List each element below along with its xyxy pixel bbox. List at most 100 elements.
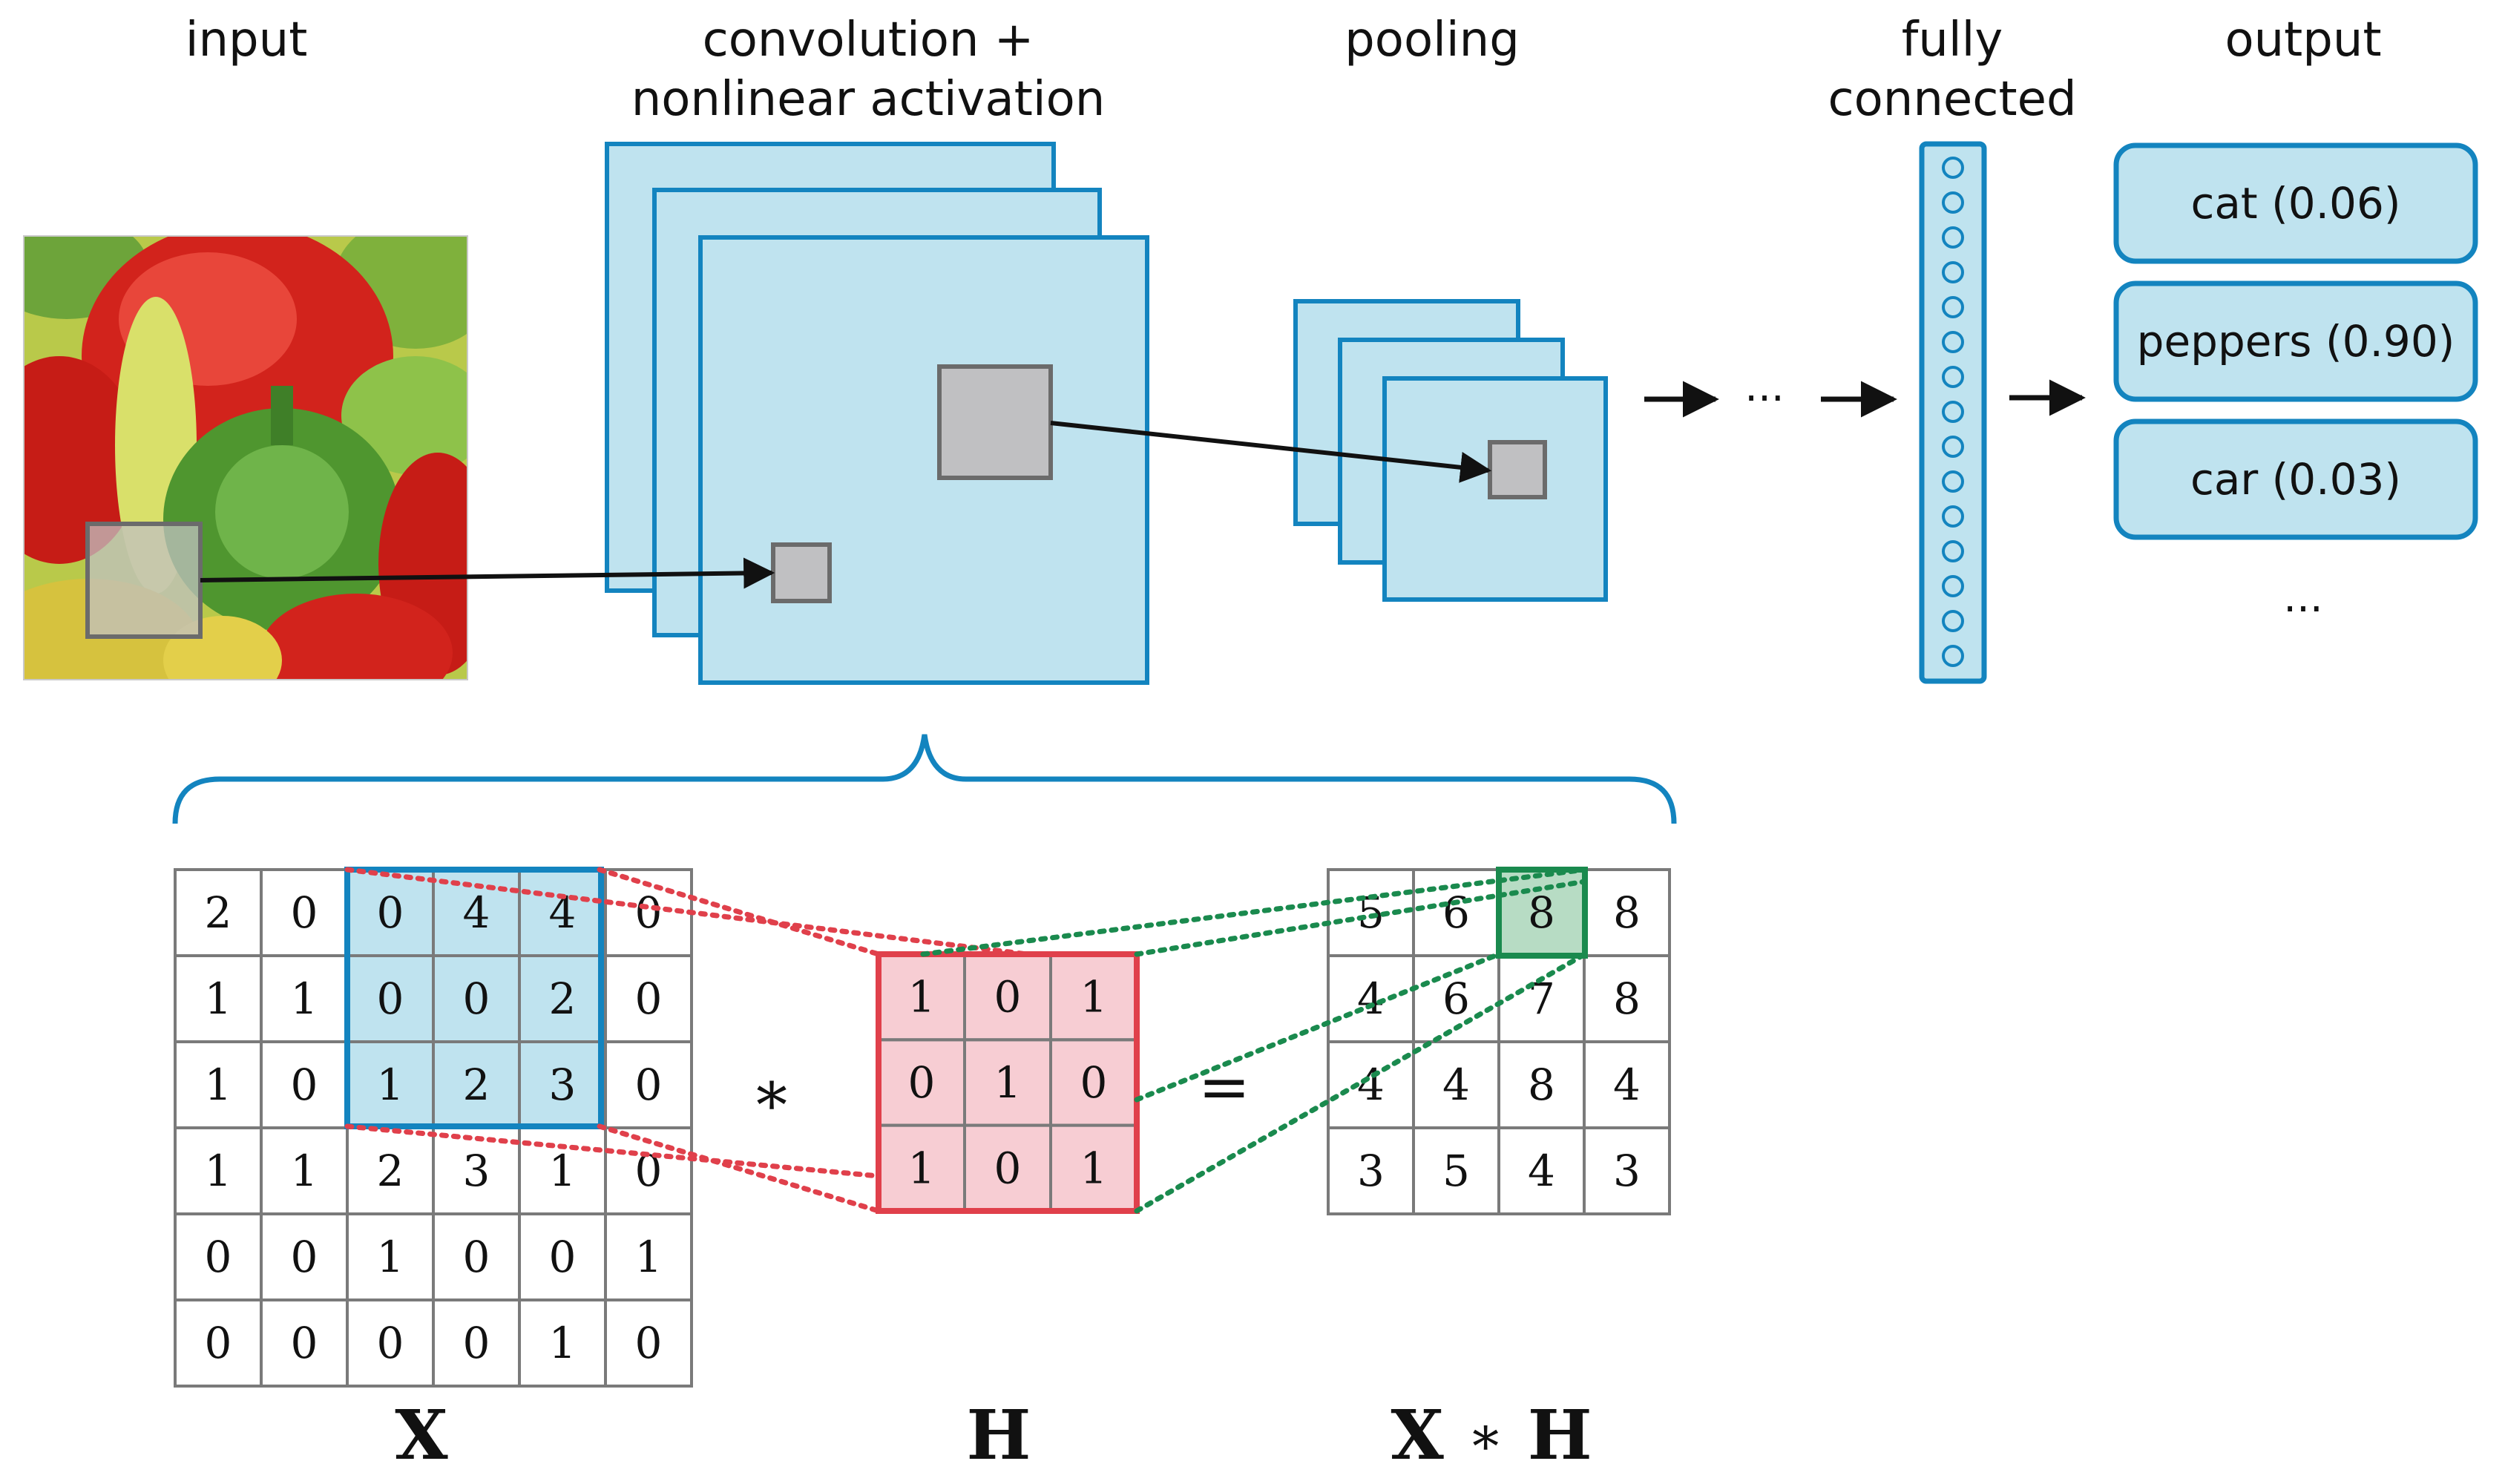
matrix-cell-value: 0 (463, 1318, 490, 1368)
matrix-cell-value: 1 (205, 974, 232, 1024)
matrix-cell-value: 0 (635, 887, 663, 938)
matrix-cell-value: 0 (377, 887, 404, 938)
matrix-cell-value: 4 (1442, 1060, 1470, 1110)
fc-neuron (1942, 470, 1964, 493)
matrix-cell-value: 0 (549, 1232, 577, 1282)
conv-feature-maps (605, 142, 1149, 685)
matrix-cell-value: 2 (463, 1060, 490, 1110)
matrix-cell-value: 4 (1357, 1060, 1385, 1110)
conv-detail-brace (172, 734, 1677, 824)
output-class-box (2113, 280, 2478, 402)
matrix-cell-value: 2 (377, 1146, 404, 1196)
matrix-xh-title-op: ∗ (1467, 1405, 1504, 1467)
fc-neuron (1942, 157, 1964, 179)
x-convolution-window (344, 867, 604, 1129)
matrix-cell-value: 6 (1442, 974, 1470, 1024)
equals-operator: = (1198, 1051, 1250, 1123)
matrix-cell-value: 8 (1528, 887, 1555, 938)
matrix-cell-value: 8 (1613, 974, 1641, 1024)
window-fill (347, 870, 601, 1126)
matrix-xh-title-right: H (1527, 1395, 1592, 1475)
matrix-cell-value: 0 (994, 972, 1022, 1022)
matrix-cell-value: 3 (549, 1060, 577, 1110)
matrix-cell-value: 4 (1357, 974, 1385, 1024)
fc-neuron (1942, 540, 1964, 562)
matrix-cell-value: 0 (291, 887, 318, 938)
matrix-cell-value: 2 (205, 887, 232, 938)
matrix-cell-value: 0 (205, 1232, 232, 1282)
matrix-cell-value: 0 (635, 974, 663, 1024)
matrix-cell (604, 1298, 693, 1388)
conv-output-unit (771, 542, 832, 603)
matrix-cell-value: 0 (1080, 1057, 1108, 1108)
output-class-label: peppers (0.90) (2137, 316, 2455, 367)
projection-lines (344, 867, 1588, 1214)
label-pooling: pooling (1345, 13, 1520, 68)
matrix-cell-value: 4 (1528, 1146, 1555, 1196)
matrix-cell-value: 0 (635, 1060, 663, 1110)
matrix-cell-value: 0 (291, 1232, 318, 1282)
matrix-cell-value: 5 (1442, 1146, 1470, 1196)
matrix-cell-value: 8 (1613, 887, 1641, 938)
fc-neuron (1942, 505, 1964, 528)
matrix-cell-value: 1 (377, 1060, 404, 1110)
pooled-unit (1488, 440, 1547, 499)
fc-neuron (1942, 296, 1964, 318)
pooling-feature-maps (1293, 299, 1608, 602)
matrix-cell-value: 1 (291, 974, 318, 1024)
matrix-h-title: H (966, 1395, 1031, 1475)
label-conv-line2: nonlinear activation (631, 72, 1106, 127)
fc-neuron (1942, 436, 1964, 458)
output-ellipsis: ... (2283, 574, 2322, 622)
matrix-cell-value: 1 (1080, 972, 1108, 1022)
fc-neuron (1942, 191, 1964, 214)
matrix-cell-value: 1 (291, 1146, 318, 1196)
output-boxes: cat (0.06)peppers (0.90)car (0.03) (2113, 142, 2478, 540)
output-class-box (2113, 418, 2478, 540)
matrix-cell (1583, 1126, 1671, 1215)
matrix-cell-value: 1 (908, 972, 936, 1022)
matrix-cell-value: 0 (291, 1060, 318, 1110)
fc-neuron (1942, 226, 1964, 249)
label-fc-line2: connected (1828, 72, 2077, 127)
result-highlight-border (1496, 867, 1588, 959)
fc-neurons (1942, 157, 1964, 667)
fc-neuron (1942, 331, 1964, 353)
convolution-operator: ∗ (750, 1057, 792, 1129)
matrix-cell-value: 0 (377, 974, 404, 1024)
output-class-box (2113, 142, 2478, 264)
matrix-cell-value: 1 (635, 1232, 663, 1282)
matrix-xh-title: X ∗ H (1350, 1398, 1632, 1477)
matrix-cell-value: 1 (377, 1232, 404, 1282)
arrow-conv-to-pool (1050, 421, 1492, 483)
fc-neuron (1942, 401, 1964, 423)
input-receptive-field (85, 522, 203, 639)
fc-neuron (1942, 261, 1964, 283)
matrix-cell-value: 0 (635, 1318, 663, 1368)
label-conv-line1: convolution + (702, 13, 1034, 68)
matrix-cell-value: 4 (1613, 1060, 1641, 1110)
matrix-cell-value: 1 (549, 1146, 577, 1196)
matrix-cell-value: 2 (549, 974, 577, 1024)
matrix-xh-title-left: X (1391, 1395, 1444, 1475)
fc-neuron (1942, 575, 1964, 597)
matrix-cell-value: 0 (205, 1318, 232, 1368)
matrix-cell-value: 3 (463, 1146, 490, 1196)
fc-neuron (1942, 610, 1964, 632)
fc-neuron (1942, 366, 1964, 388)
arrow-input-to-conv (200, 557, 775, 589)
output-class-label: car (0.03) (2190, 454, 2401, 505)
input-image (24, 236, 467, 680)
matrix-cell-value: 0 (908, 1057, 936, 1108)
matrix-cell-value: 1 (549, 1318, 577, 1368)
matrix-cell-value: 4 (463, 887, 490, 938)
fully-connected-layer (1919, 141, 1987, 684)
matrix-cell-value: 0 (463, 974, 490, 1024)
matrix-cell-value: 3 (1357, 1146, 1385, 1196)
matrix-cell-value: 6 (1442, 887, 1470, 938)
matrix-cell-value: 1 (908, 1143, 936, 1193)
